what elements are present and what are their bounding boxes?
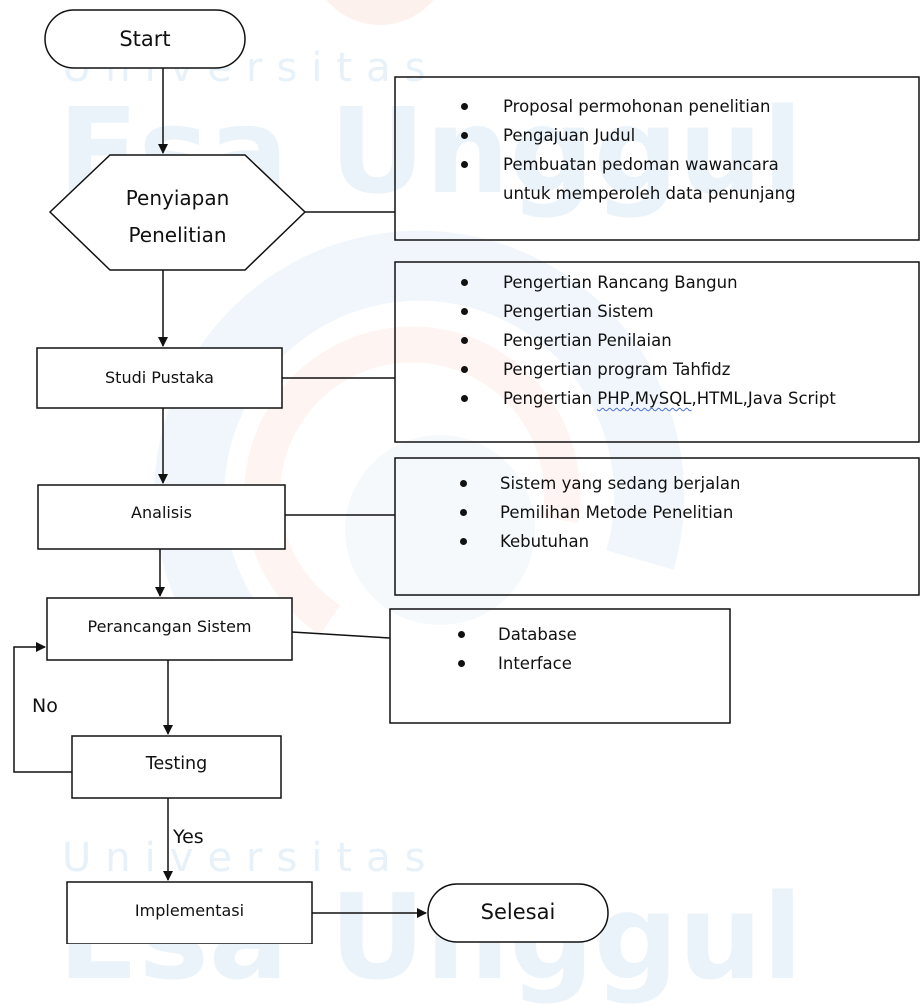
bullet-icon <box>461 132 468 139</box>
flowchart-shapes <box>13 9 920 944</box>
penyiapan-notes-box <box>394 76 920 241</box>
list-item: Pengertian program Tahfidz <box>461 355 836 384</box>
perancangan-notes-list: Database Interface <box>458 620 577 678</box>
analisis-label: Analisis <box>131 503 192 522</box>
bullet-icon <box>461 161 468 168</box>
list-item: Interface <box>458 649 577 678</box>
bullet-icon <box>460 480 467 487</box>
start-terminator <box>44 9 246 69</box>
perancangan-label: Perancangan Sistem <box>87 617 252 636</box>
analisis-box <box>37 484 286 550</box>
bullet-icon <box>460 538 467 545</box>
flowchart-canvas: Universitas Esa Unggul Universitas Esa U… <box>13 0 920 1006</box>
bullet-icon <box>461 337 468 344</box>
list-item: Pengertian Sistem <box>461 297 836 326</box>
analisis-notes-box <box>394 457 920 596</box>
penyiapan-label-line2: Penelitian <box>128 223 227 247</box>
list-item: Kebutuhan <box>460 527 740 556</box>
perancangan-box <box>46 597 293 661</box>
bullet-icon <box>461 308 468 315</box>
list-item: Pengertian Penilaian <box>461 326 836 355</box>
implementasi-label: Implementasi <box>134 901 245 920</box>
bullet-icon <box>461 103 468 110</box>
bullet-icon <box>461 366 468 373</box>
watermark-universitas-bottom: Universitas <box>62 835 440 881</box>
testing-label: Testing <box>145 754 208 774</box>
implementasi-box <box>66 881 313 944</box>
studi-pustaka-notes-box <box>394 261 920 443</box>
bullet-icon <box>460 509 467 516</box>
list-item: Pengertian PHP,MySQL,HTML,Java Script <box>461 384 836 413</box>
penyiapan-label-line1: Penyiapan <box>125 186 230 210</box>
bullet-icon <box>458 631 465 638</box>
selesai-terminator <box>427 883 609 943</box>
selesai-label: Selesai <box>480 900 556 924</box>
penyiapan-notes-list: Proposal permohonan penelitian Pengajuan… <box>461 92 796 208</box>
perancangan-notes-box <box>389 608 731 724</box>
yes-label: Yes <box>173 826 204 848</box>
studi-pustaka-notes-list: Pengertian Rancang Bangun Pengertian Sis… <box>461 268 836 413</box>
bullet-icon <box>461 279 468 286</box>
analisis-notes-list: Sistem yang sedang berjalan Pemilihan Me… <box>460 469 740 556</box>
studi-pustaka-box <box>36 347 283 409</box>
testing-box <box>71 735 282 799</box>
connector-perancangan-notes <box>291 631 391 639</box>
list-item: Pemilihan Metode Penelitian <box>460 498 740 527</box>
start-label: Start <box>119 27 171 51</box>
list-item: Pembuatan pedoman wawancara <box>461 150 796 179</box>
list-item: Pengertian Rancang Bangun <box>461 268 836 297</box>
list-item: Database <box>458 620 577 649</box>
bullet-icon <box>461 395 468 402</box>
studi-pustaka-label: Studi Pustaka <box>105 368 214 387</box>
arrow-testing-no-loop <box>13 642 72 773</box>
spellcheck-underlined-text: PHP,MySQL <box>597 389 692 408</box>
no-label: No <box>32 695 58 717</box>
list-item: Proposal permohonan penelitian <box>461 92 796 121</box>
list-item: Sistem yang sedang berjalan <box>460 469 740 498</box>
bullet-icon <box>458 660 465 667</box>
list-item: Pengajuan Judul <box>461 121 796 150</box>
list-item-continuation: untuk memperoleh data penunjang <box>503 184 796 203</box>
